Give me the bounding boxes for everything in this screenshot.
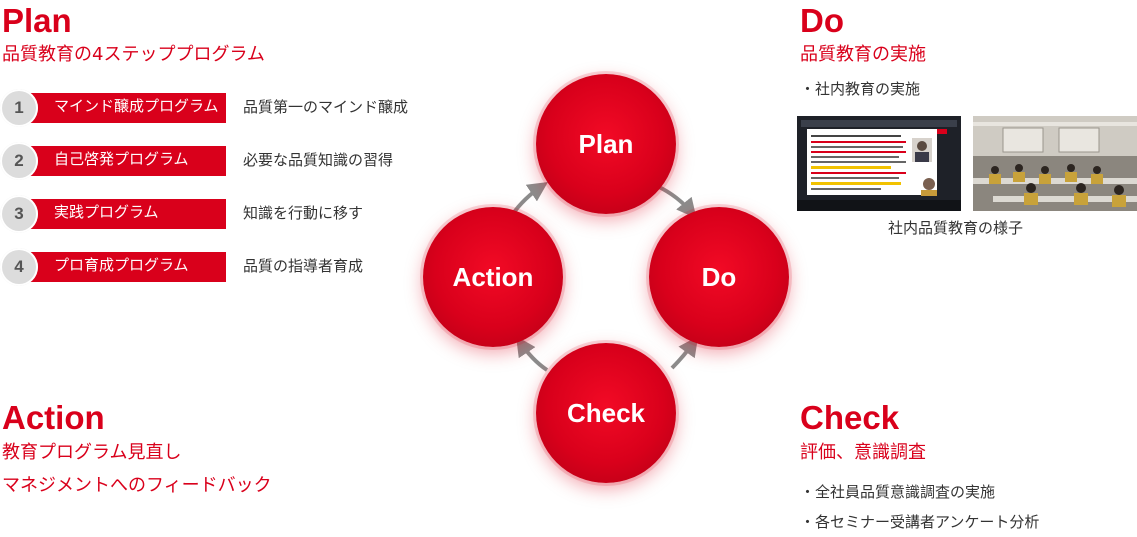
- plan-step-2: 2 自己啓発プログラム: [0, 142, 230, 180]
- plan-subtitle: 品質教育の4ステッププログラム: [2, 44, 265, 65]
- check-bullet-1: ・全社員品質意識調査の実施: [800, 483, 996, 501]
- cycle-node-label: Check: [566, 397, 646, 428]
- cycle-node-check: Check: [536, 343, 676, 483]
- step-description: 知識を行動に移す: [243, 204, 364, 222]
- plan-step-4: 4 プロ育成プログラム: [0, 248, 230, 286]
- cycle-node-action: Action: [423, 207, 563, 347]
- step-description: 必要な品質知識の習得: [243, 151, 394, 169]
- check-bullet-2: ・各セミナー受講者アンケート分析: [800, 513, 1040, 531]
- step-number-badge: 3: [0, 195, 38, 233]
- do-subtitle: 品質教育の実施: [800, 44, 926, 65]
- cycle-node-label: Do: [701, 261, 737, 292]
- step-number-badge: 1: [0, 89, 38, 127]
- action-line-2: マネジメントへのフィードバック: [2, 475, 272, 496]
- step-label: 実践プログラム: [54, 203, 159, 221]
- step-description: 品質第一のマインド醸成: [243, 98, 409, 116]
- step-description: 品質の指導者育成: [243, 257, 364, 275]
- online-lecture-illustration: [797, 116, 961, 211]
- action-title: Action: [2, 399, 105, 436]
- photo-caption: 社内品質教育の様子: [888, 219, 1024, 237]
- step-bar: [30, 199, 226, 229]
- step-label: プロ育成プログラム: [54, 256, 189, 274]
- do-title: Do: [800, 2, 844, 39]
- plan-section: Plan: [2, 4, 72, 37]
- online-lecture-photo: [797, 116, 961, 211]
- classroom-illustration: [973, 116, 1137, 211]
- check-title: Check: [800, 399, 900, 436]
- cycle-node-label: Plan: [578, 128, 634, 159]
- step-number-badge: 4: [0, 248, 38, 286]
- arrow-check-to-action: [516, 336, 549, 372]
- cycle-node-do: Do: [649, 207, 789, 347]
- step-bar: [30, 252, 226, 282]
- cycle-node-plan: Plan: [536, 74, 676, 214]
- plan-title: Plan: [2, 2, 72, 39]
- check-subtitle: 評価、意識調査: [800, 442, 926, 463]
- arrow-do-to-check: [670, 336, 699, 370]
- cycle-node-label: Action: [452, 261, 534, 292]
- step-number-badge: 2: [0, 142, 38, 180]
- step-bar: [30, 146, 226, 176]
- plan-step-1: 1 マインド醸成プログラム: [0, 89, 230, 127]
- plan-step-3: 3 実践プログラム: [0, 195, 230, 233]
- action-line-1: 教育プログラム見直し: [2, 442, 182, 463]
- classroom-photo: [973, 116, 1137, 211]
- arrow-plan-to-do: [656, 184, 697, 219]
- step-label: 自己啓発プログラム: [54, 150, 189, 168]
- step-bar: [30, 93, 226, 123]
- step-label: マインド醸成プログラム: [54, 97, 219, 115]
- do-bullet: ・社内教育の実施: [800, 80, 921, 98]
